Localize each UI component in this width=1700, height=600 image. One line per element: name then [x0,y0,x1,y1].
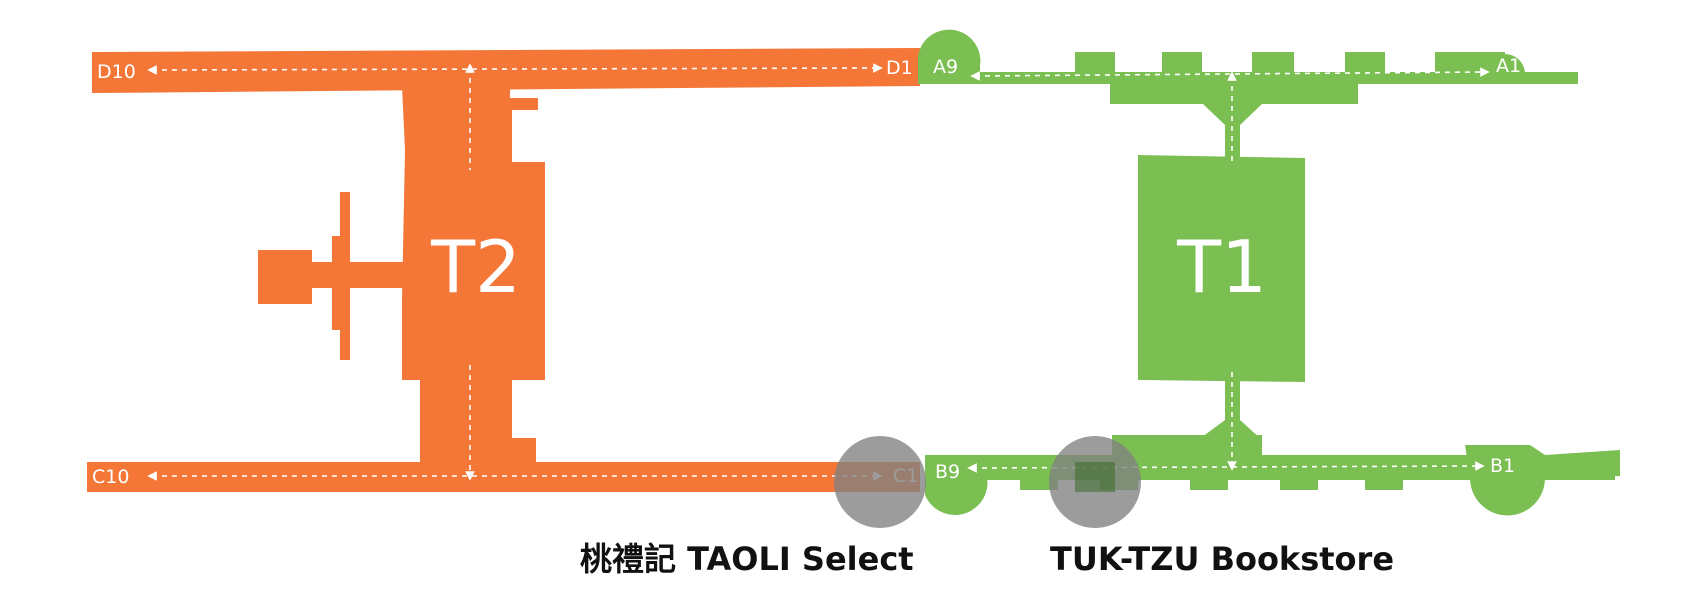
walk-d-concourse [147,63,883,75]
terminal-1-shape [918,29,1620,516]
gate-label-a1: A1 [1496,55,1521,77]
store-marker-taoli-select[interactable] [834,436,926,528]
terminal-2-label: T2 [430,225,521,309]
b-bump-1 [1020,476,1058,490]
a-bump-2 [1162,52,1202,74]
terminal-2-shape [87,48,920,492]
b-bump-3 [1190,476,1228,490]
gate-label-c10: C10 [92,466,129,488]
gate-label-d10: D10 [97,61,136,83]
terminal-1-north-link [1110,84,1358,162]
gate-label-b9: B9 [935,461,960,483]
gate-a9-end [918,29,981,82]
store-label-taoli-select: 桃禮記 TAOLI Select [580,540,914,578]
a-bump-1 [1075,52,1115,74]
concourse-b-east [1545,450,1620,480]
gate-label-a9: A9 [933,56,958,78]
b-bump-5 [1365,476,1403,490]
a-bump-4 [1345,52,1385,74]
gate-label-d1: D1 [886,57,913,79]
west-pier-connector [310,262,405,288]
store-label-tuk-tzu-bookstore: TUK-TZU Bookstore [1050,540,1394,578]
store-marker-inner-square [1075,462,1115,492]
gate-a1-end [1485,54,1525,74]
west-pier-head [258,250,312,304]
west-pier-block [332,236,344,330]
concourse-c [87,462,920,492]
terminal-1-building [1138,155,1305,382]
west-pier-spine [340,192,350,360]
terminal-2-building [402,86,545,462]
gate-label-b1: B1 [1490,455,1515,477]
b-bump-4 [1280,476,1318,490]
a-bump-3 [1252,52,1294,74]
gate-b1-end [1465,445,1545,516]
terminal-1-label: T1 [1176,225,1267,309]
b-lobby [1112,435,1262,457]
